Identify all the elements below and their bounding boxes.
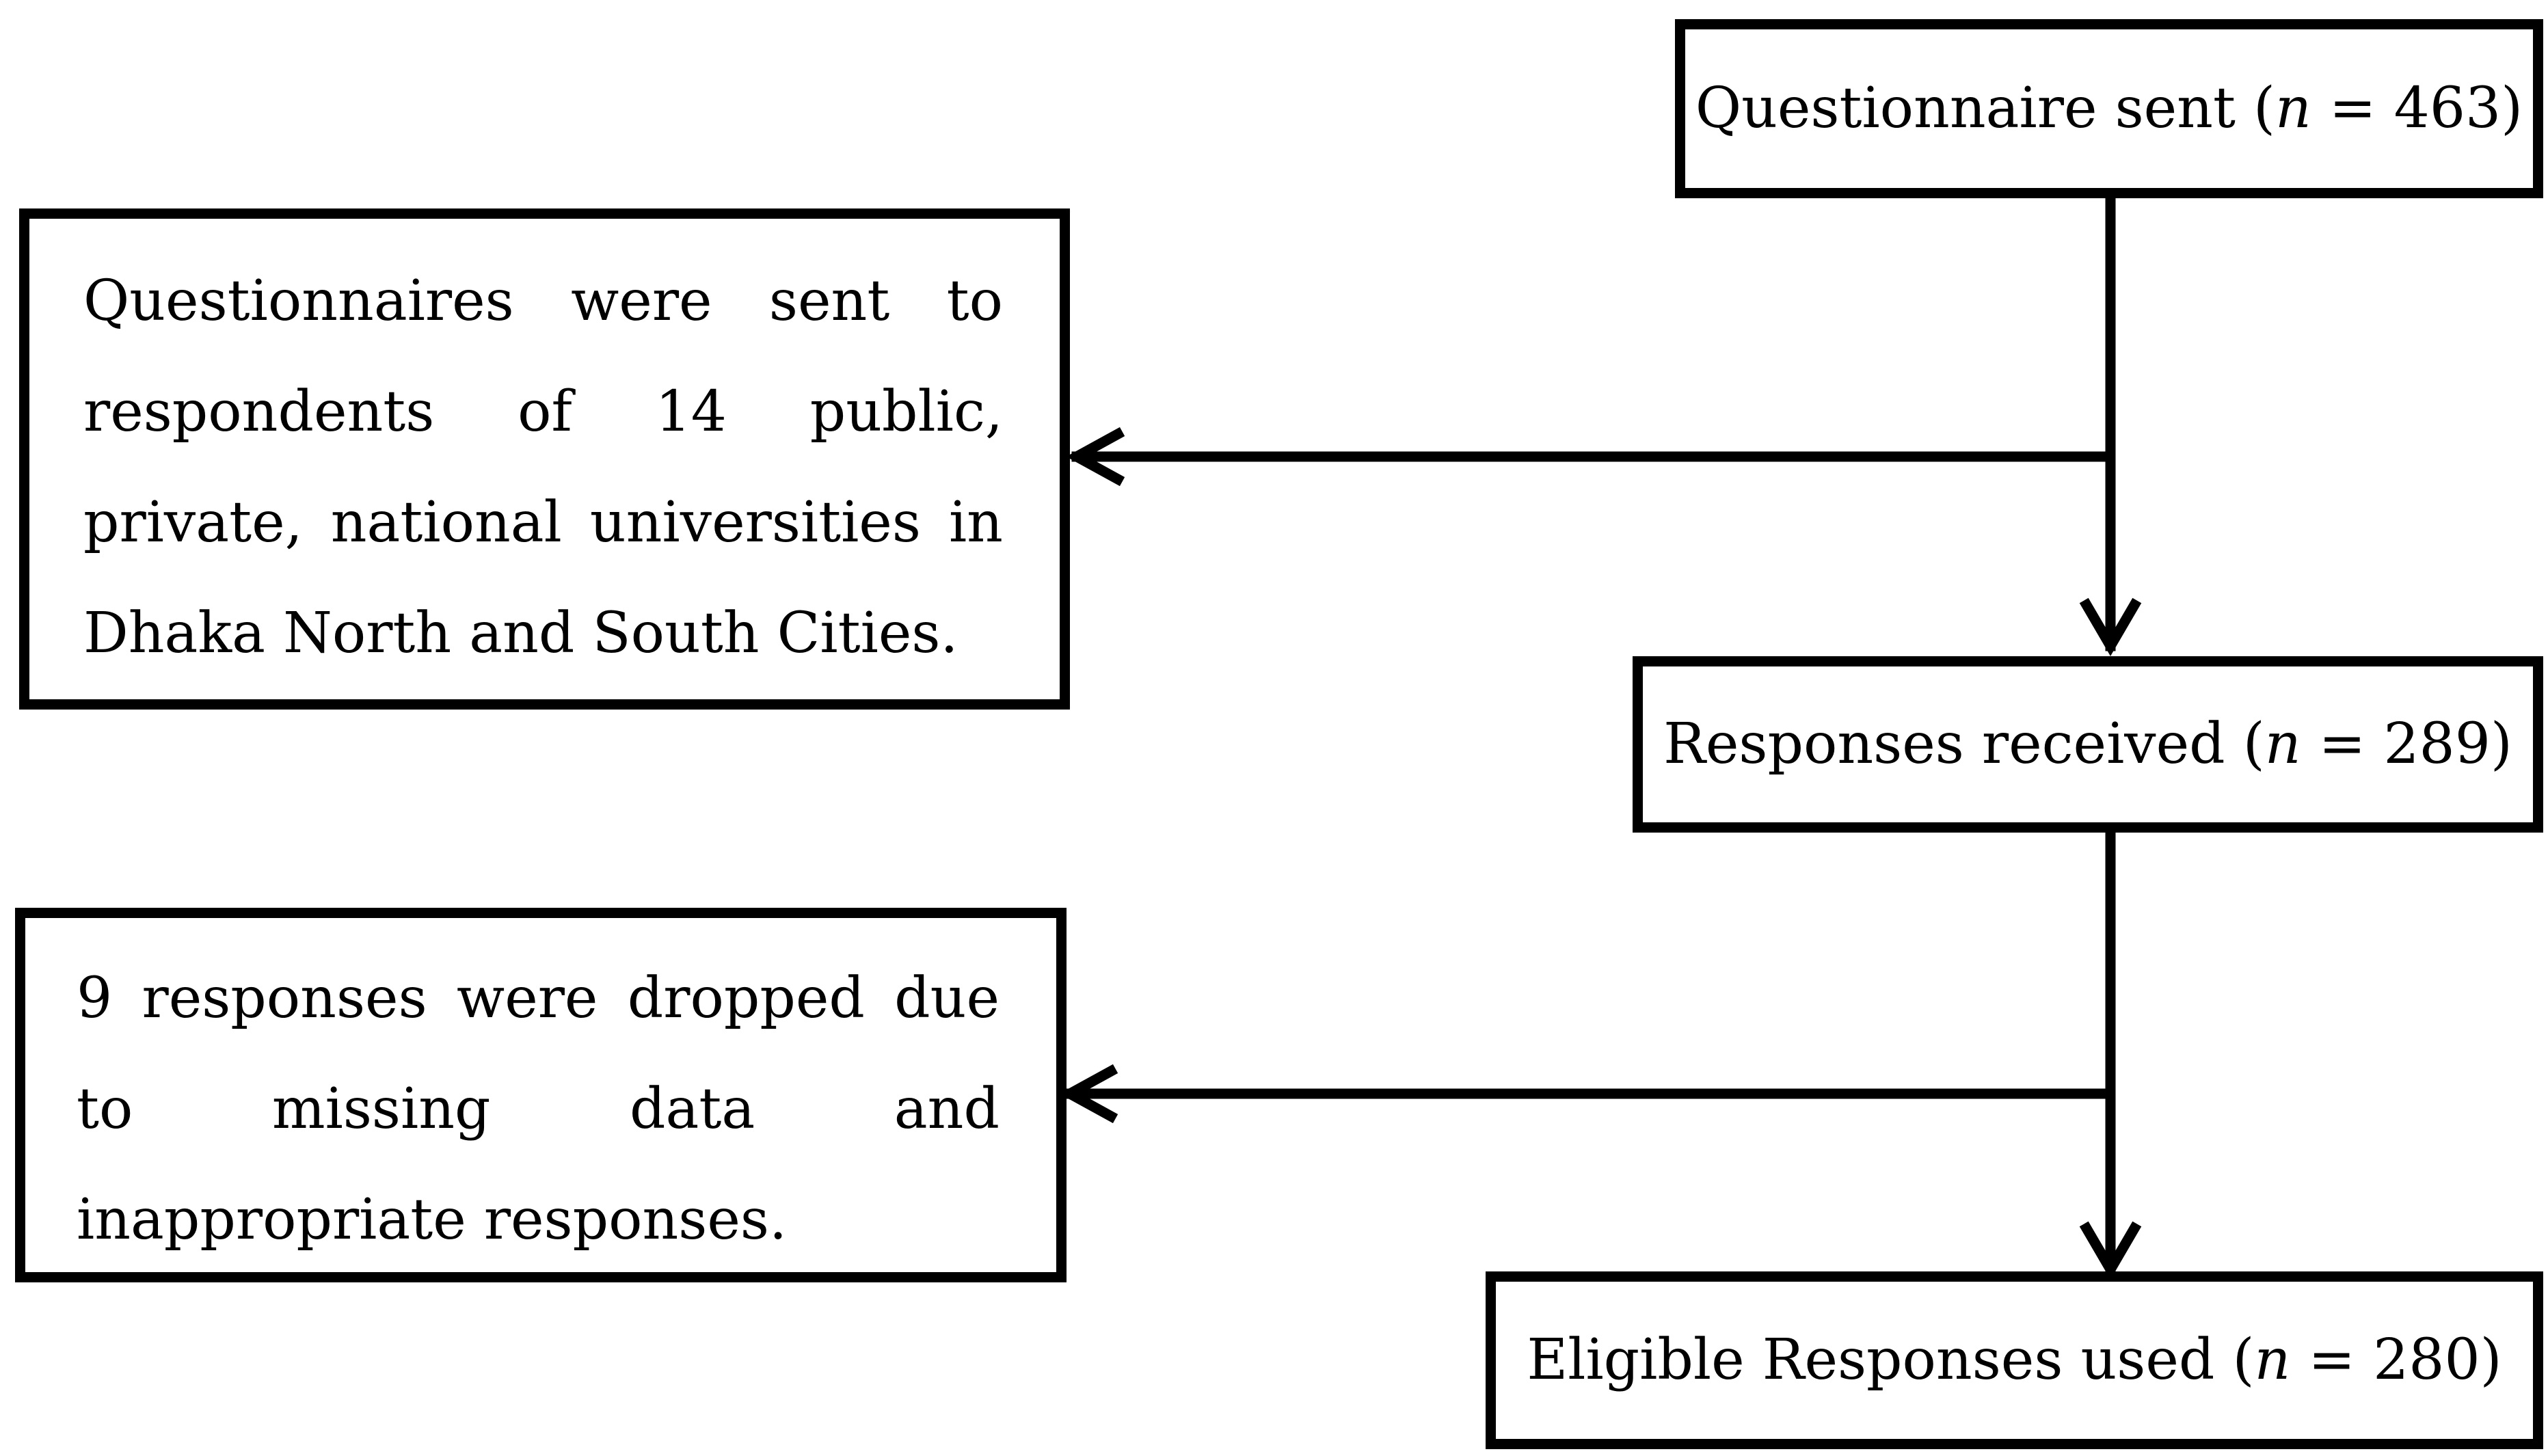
eligible-responses-label: Eligible Responses used (n = 280)	[1527, 1327, 2502, 1392]
arrowhead-down-eligible	[2079, 1221, 2142, 1280]
box-eligible-responses: Eligible Responses used (n = 280)	[1486, 1271, 2543, 1449]
arrowhead-left-dropped	[1059, 1064, 1118, 1124]
questionnaire-sent-label: Questionnaire sent (n = 463)	[1695, 76, 2523, 141]
distribution-note-text: Questionnaires were sent to respondents …	[83, 269, 1003, 666]
dropped-note-text: 9 responses were dropped due to missing …	[77, 966, 1000, 1252]
box-distribution-note	[19, 208, 1070, 710]
box-dropped-note	[15, 908, 1067, 1282]
responses-received-label: Responses received (n = 289)	[1663, 712, 2512, 777]
arrowhead-down-received	[2079, 597, 2142, 656]
box-responses-received: Responses received (n = 289)	[1633, 656, 2543, 833]
box-questionnaire-sent: Questionnaire sent (n = 463)	[1675, 19, 2543, 198]
arrowhead-left-distribution	[1066, 427, 1125, 487]
